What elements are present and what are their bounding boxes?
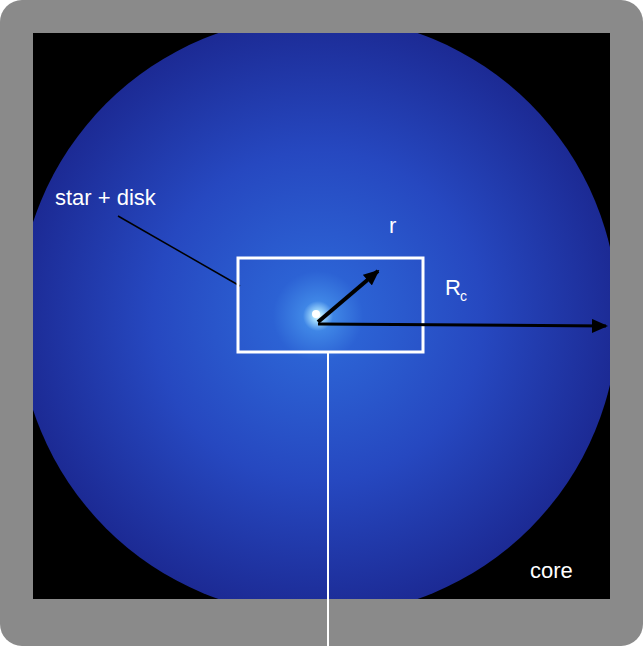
subscript-label: c <box>460 289 467 304</box>
component-label: star + disk <box>55 186 156 210</box>
core-sphere <box>33 33 610 599</box>
leader-line <box>118 216 240 286</box>
region-label: core <box>530 559 573 583</box>
star <box>312 310 320 318</box>
radius-label: r <box>389 214 396 238</box>
core-radius-arrow <box>318 324 606 326</box>
radius-arrow <box>318 271 378 322</box>
radius-label: R <box>445 276 461 300</box>
zoom-line <box>327 352 329 646</box>
zoom-box <box>238 258 423 352</box>
